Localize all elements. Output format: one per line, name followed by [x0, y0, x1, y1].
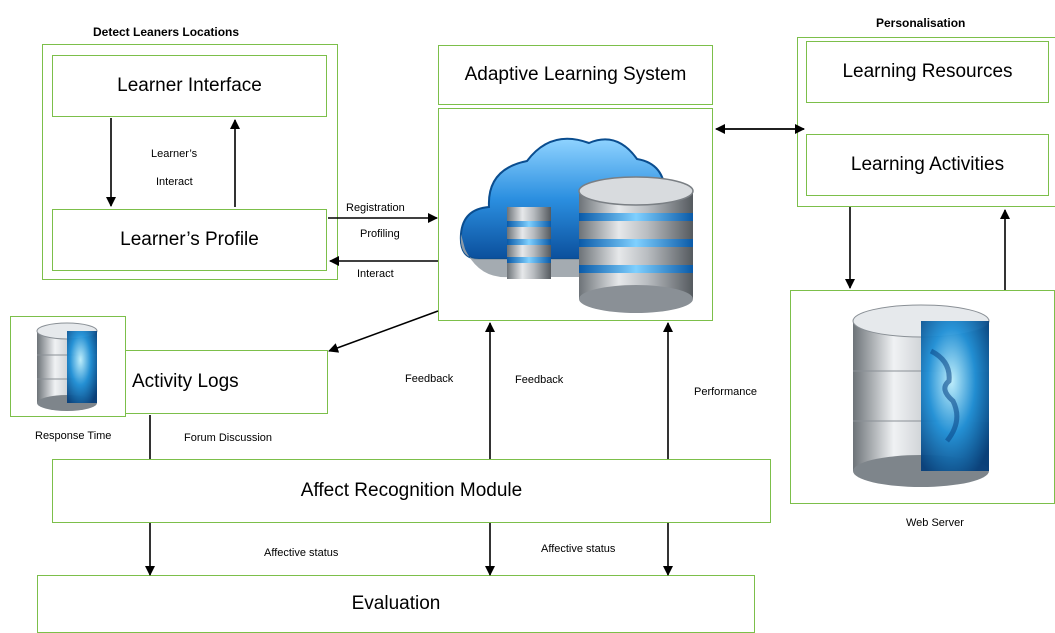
arrow-system-to-logs — [328, 310, 439, 353]
learning-resources-box[interactable]: Learning Resources — [806, 41, 1049, 103]
affective-status-label-2: Affective status — [541, 543, 616, 555]
learner-profile-box[interactable]: Learner’s Profile — [52, 209, 327, 271]
feedback-label-2: Feedback — [515, 374, 564, 386]
detect-locations-header: Detect Leaners Locations — [93, 25, 240, 39]
learner-profile-label: Learner’s Profile — [120, 229, 259, 250]
web-server-box — [790, 290, 1055, 504]
registration-label: Registration — [346, 202, 405, 214]
forum-discussion-label: Forum Discussion — [184, 432, 273, 444]
cloud-database-icon — [459, 137, 694, 313]
globe-database-icon — [852, 304, 990, 487]
learners-label: Learner’s — [151, 148, 198, 160]
learning-resources-label: Learning Resources — [842, 61, 1013, 82]
web-server-label: Web Server — [906, 517, 964, 529]
affect-recognition-module-label: Affect Recognition Module — [300, 480, 523, 501]
feedback-label-1: Feedback — [405, 373, 454, 385]
activity-logs-box[interactable]: Activity Logs — [125, 350, 328, 414]
adaptive-learning-system-label: Adaptive Learning System — [464, 64, 687, 85]
learning-activities-box[interactable]: Learning Activities — [806, 134, 1049, 196]
affect-recognition-module-box[interactable]: Affect Recognition Module — [52, 459, 771, 523]
affective-status-label-1: Affective status — [264, 547, 339, 559]
adaptive-learning-system-box[interactable]: Adaptive Learning System — [438, 45, 713, 105]
performance-label: Performance — [694, 386, 757, 398]
learning-activities-label: Learning Activities — [850, 154, 1005, 175]
globe-database-icon — [36, 322, 98, 411]
adaptive-learning-image-box — [438, 108, 713, 321]
interact-top-label: Interact — [156, 176, 193, 188]
profiling-label: Profiling — [360, 228, 400, 240]
learner-interface-label: Learner Interface — [117, 75, 262, 96]
activity-logs-image-box — [10, 316, 126, 417]
learner-interface-box[interactable]: Learner Interface — [52, 55, 327, 117]
evaluation-label: Evaluation — [351, 593, 441, 614]
personalisation-header: Personalisation — [876, 16, 966, 30]
response-time-label: Response Time — [35, 430, 112, 442]
activity-logs-label: Activity Logs — [132, 371, 239, 392]
interact-bottom-label: Interact — [357, 268, 394, 280]
